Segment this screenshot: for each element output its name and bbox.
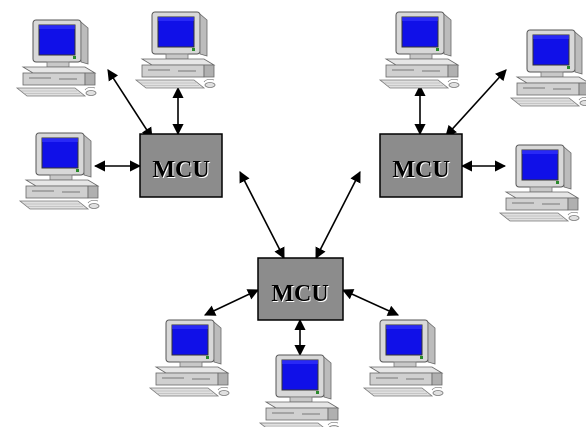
mcu-right: MCU MCU	[379, 133, 463, 198]
mcu-label: MCU	[152, 157, 209, 183]
mcu-bottom: MCU MCU	[257, 257, 344, 321]
mcu-label: MCU	[271, 281, 328, 307]
desktop-computer-icon	[19, 132, 100, 210]
desktop-computer-icon	[499, 144, 580, 222]
desktop-computer-icon	[16, 19, 97, 97]
desktop-computer-icon	[149, 319, 230, 397]
mcu-label-shadow: MCU	[153, 158, 210, 184]
desktop-computer-icon	[363, 319, 444, 397]
desktop-computer-icon	[379, 11, 460, 89]
computers	[16, 11, 586, 427]
link-mcu-right-pc-top-right	[445, 69, 507, 137]
link-mcu-bottom-pc-left	[203, 289, 260, 316]
link-mcu-left-pc-top-left	[107, 69, 153, 139]
mcu-label-shadow: MCU	[393, 158, 450, 184]
mcu-left: MCU MCU	[139, 133, 223, 198]
desktop-computer-icon	[510, 29, 586, 107]
mcu-label-shadow: MCU	[272, 282, 329, 308]
link-mcu-left-mcu-bottom	[239, 171, 285, 259]
link-mcu-bottom-pc-right	[341, 289, 400, 316]
desktop-computer-icon	[135, 11, 216, 89]
mcu-label: MCU	[392, 157, 449, 183]
link-mcu-right-mcu-bottom	[315, 171, 361, 259]
desktop-computer-icon	[259, 354, 340, 427]
links	[93, 69, 507, 357]
